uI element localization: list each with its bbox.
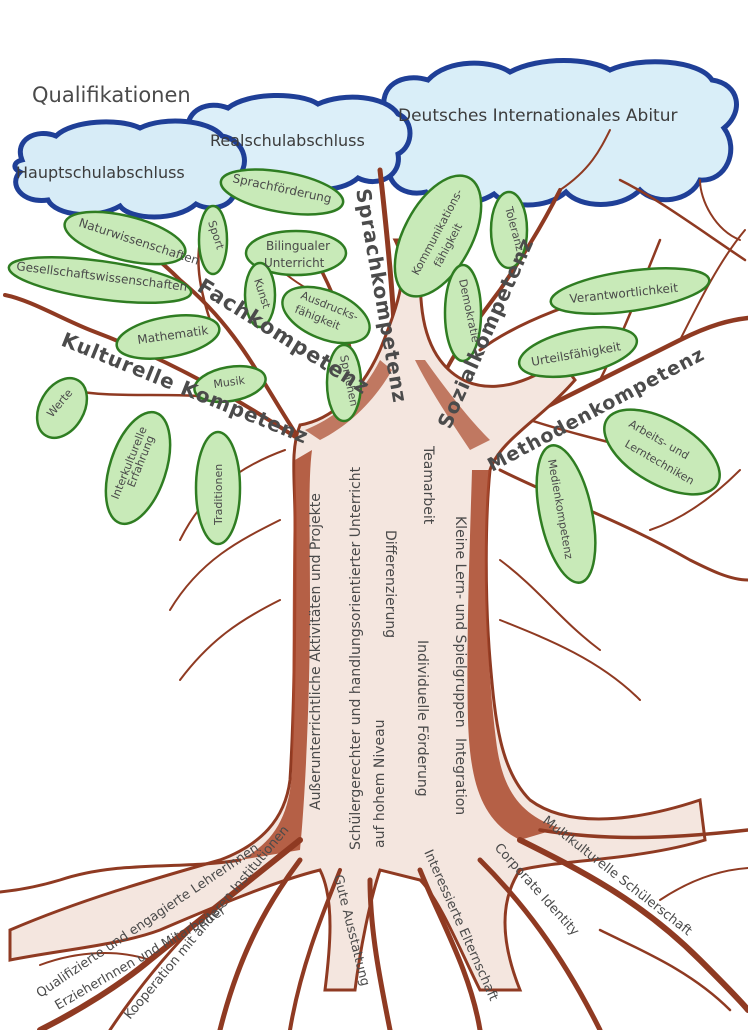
leaf-label-traditionen: Traditionen <box>212 464 225 526</box>
trunk-label-lerngruppen: Kleine Lern- und Spielgruppen <box>452 516 468 728</box>
page-title: Qualifikationen <box>32 83 191 107</box>
trunk-label-foerderung: Individuelle Förderung <box>414 640 430 797</box>
cloud-label-realschule: Realschulabschluss <box>210 131 365 150</box>
trunk-label-niveau: auf hohem Niveau <box>372 719 388 848</box>
trunk-label-aktivitaeten: Außerunterrichtliche Aktivitäten und Pro… <box>308 493 324 810</box>
leaf-label-bilingual-2: Unterricht <box>264 256 325 270</box>
leaf-label-bilingual-1: Bilingualer <box>266 239 330 253</box>
cloud-label-abitur: Deutsches Internationales Abitur <box>398 106 677 126</box>
trunk-label-teamarbeit: Teamarbeit <box>420 445 436 525</box>
cloud-right <box>375 61 736 206</box>
trunk-label-unterricht: Schülergerechter und handlungsorientiert… <box>348 466 364 850</box>
trunk-label-differenzierung: Differenzierung <box>382 530 398 638</box>
cloud-label-hauptschule: Hauptschulabschluss <box>16 163 185 182</box>
trunk-label-integration: Integration <box>452 738 468 815</box>
